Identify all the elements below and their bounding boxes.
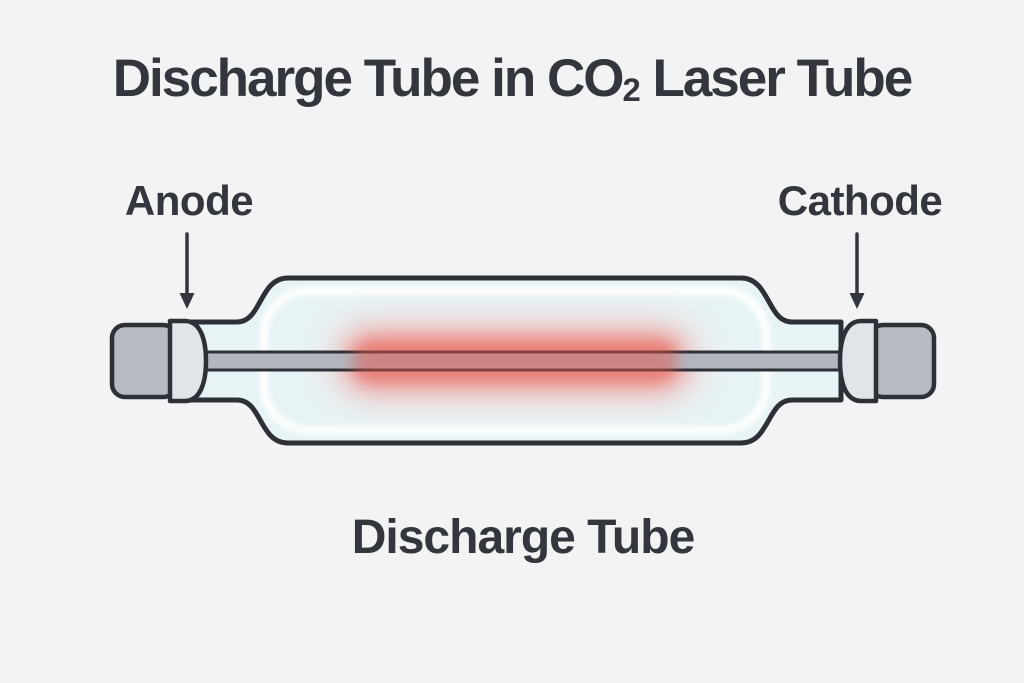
- cathode-collar: [837, 318, 879, 404]
- page-title-prefix: Discharge Tube in CO: [112, 49, 625, 108]
- cathode-cap: [867, 322, 937, 400]
- anode-label: Anode: [124, 177, 254, 224]
- page-title-suffix: Laser Tube: [639, 49, 913, 108]
- cathode-arrow-icon: [849, 232, 865, 309]
- page-title-subscript: 2: [622, 71, 640, 109]
- discharge-glow-core: [352, 341, 678, 381]
- tube-caption: Discharge Tube: [351, 511, 696, 564]
- cathode-label: Cathode: [777, 177, 943, 224]
- anode-cap: [109, 322, 179, 400]
- page-title: Discharge Tube in CO2 Laser Tube: [0, 49, 1024, 109]
- anode-arrow-icon: [179, 232, 195, 309]
- anode-collar: [167, 318, 209, 404]
